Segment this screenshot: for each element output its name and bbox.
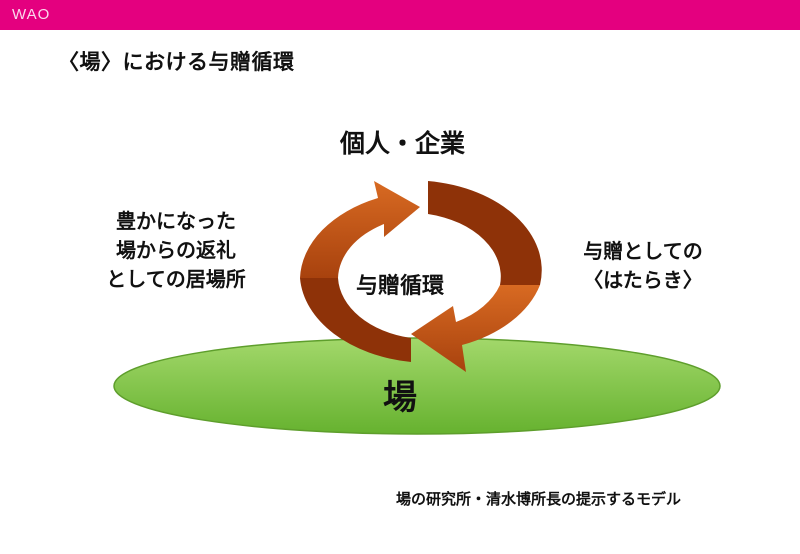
ground-label: 場	[383, 378, 417, 418]
right-description-line: 〈はたらき〉	[583, 268, 703, 292]
cycle-arrow-left-upper	[300, 181, 420, 278]
left-description: 豊かになった 場からの返礼 としての居場所	[76, 207, 276, 294]
wao-logo: WAO	[12, 6, 51, 23]
page-title: 〈場〉における与贈循環	[58, 50, 295, 74]
top-bar: WAO	[0, 0, 800, 30]
left-description-line: 場からの返礼	[116, 238, 236, 262]
cycle-arrow-right	[428, 181, 542, 285]
gift-cycle-label: 与贈循環	[355, 274, 444, 299]
cycle-arrow-left	[300, 278, 411, 362]
cycle-arrow-icon	[300, 181, 542, 372]
left-description-line: としての居場所	[106, 267, 246, 291]
source-caption: 場の研究所・清水博所長の提示するモデル	[396, 490, 682, 508]
left-description-line: 豊かになった	[116, 209, 236, 233]
individual-company-label: 個人・企業	[340, 129, 466, 158]
right-description-line: 与贈としての	[583, 239, 703, 263]
cycle-arrow-right-lower	[411, 285, 540, 372]
right-description: 与贈としての 〈はたらき〉	[548, 237, 738, 295]
